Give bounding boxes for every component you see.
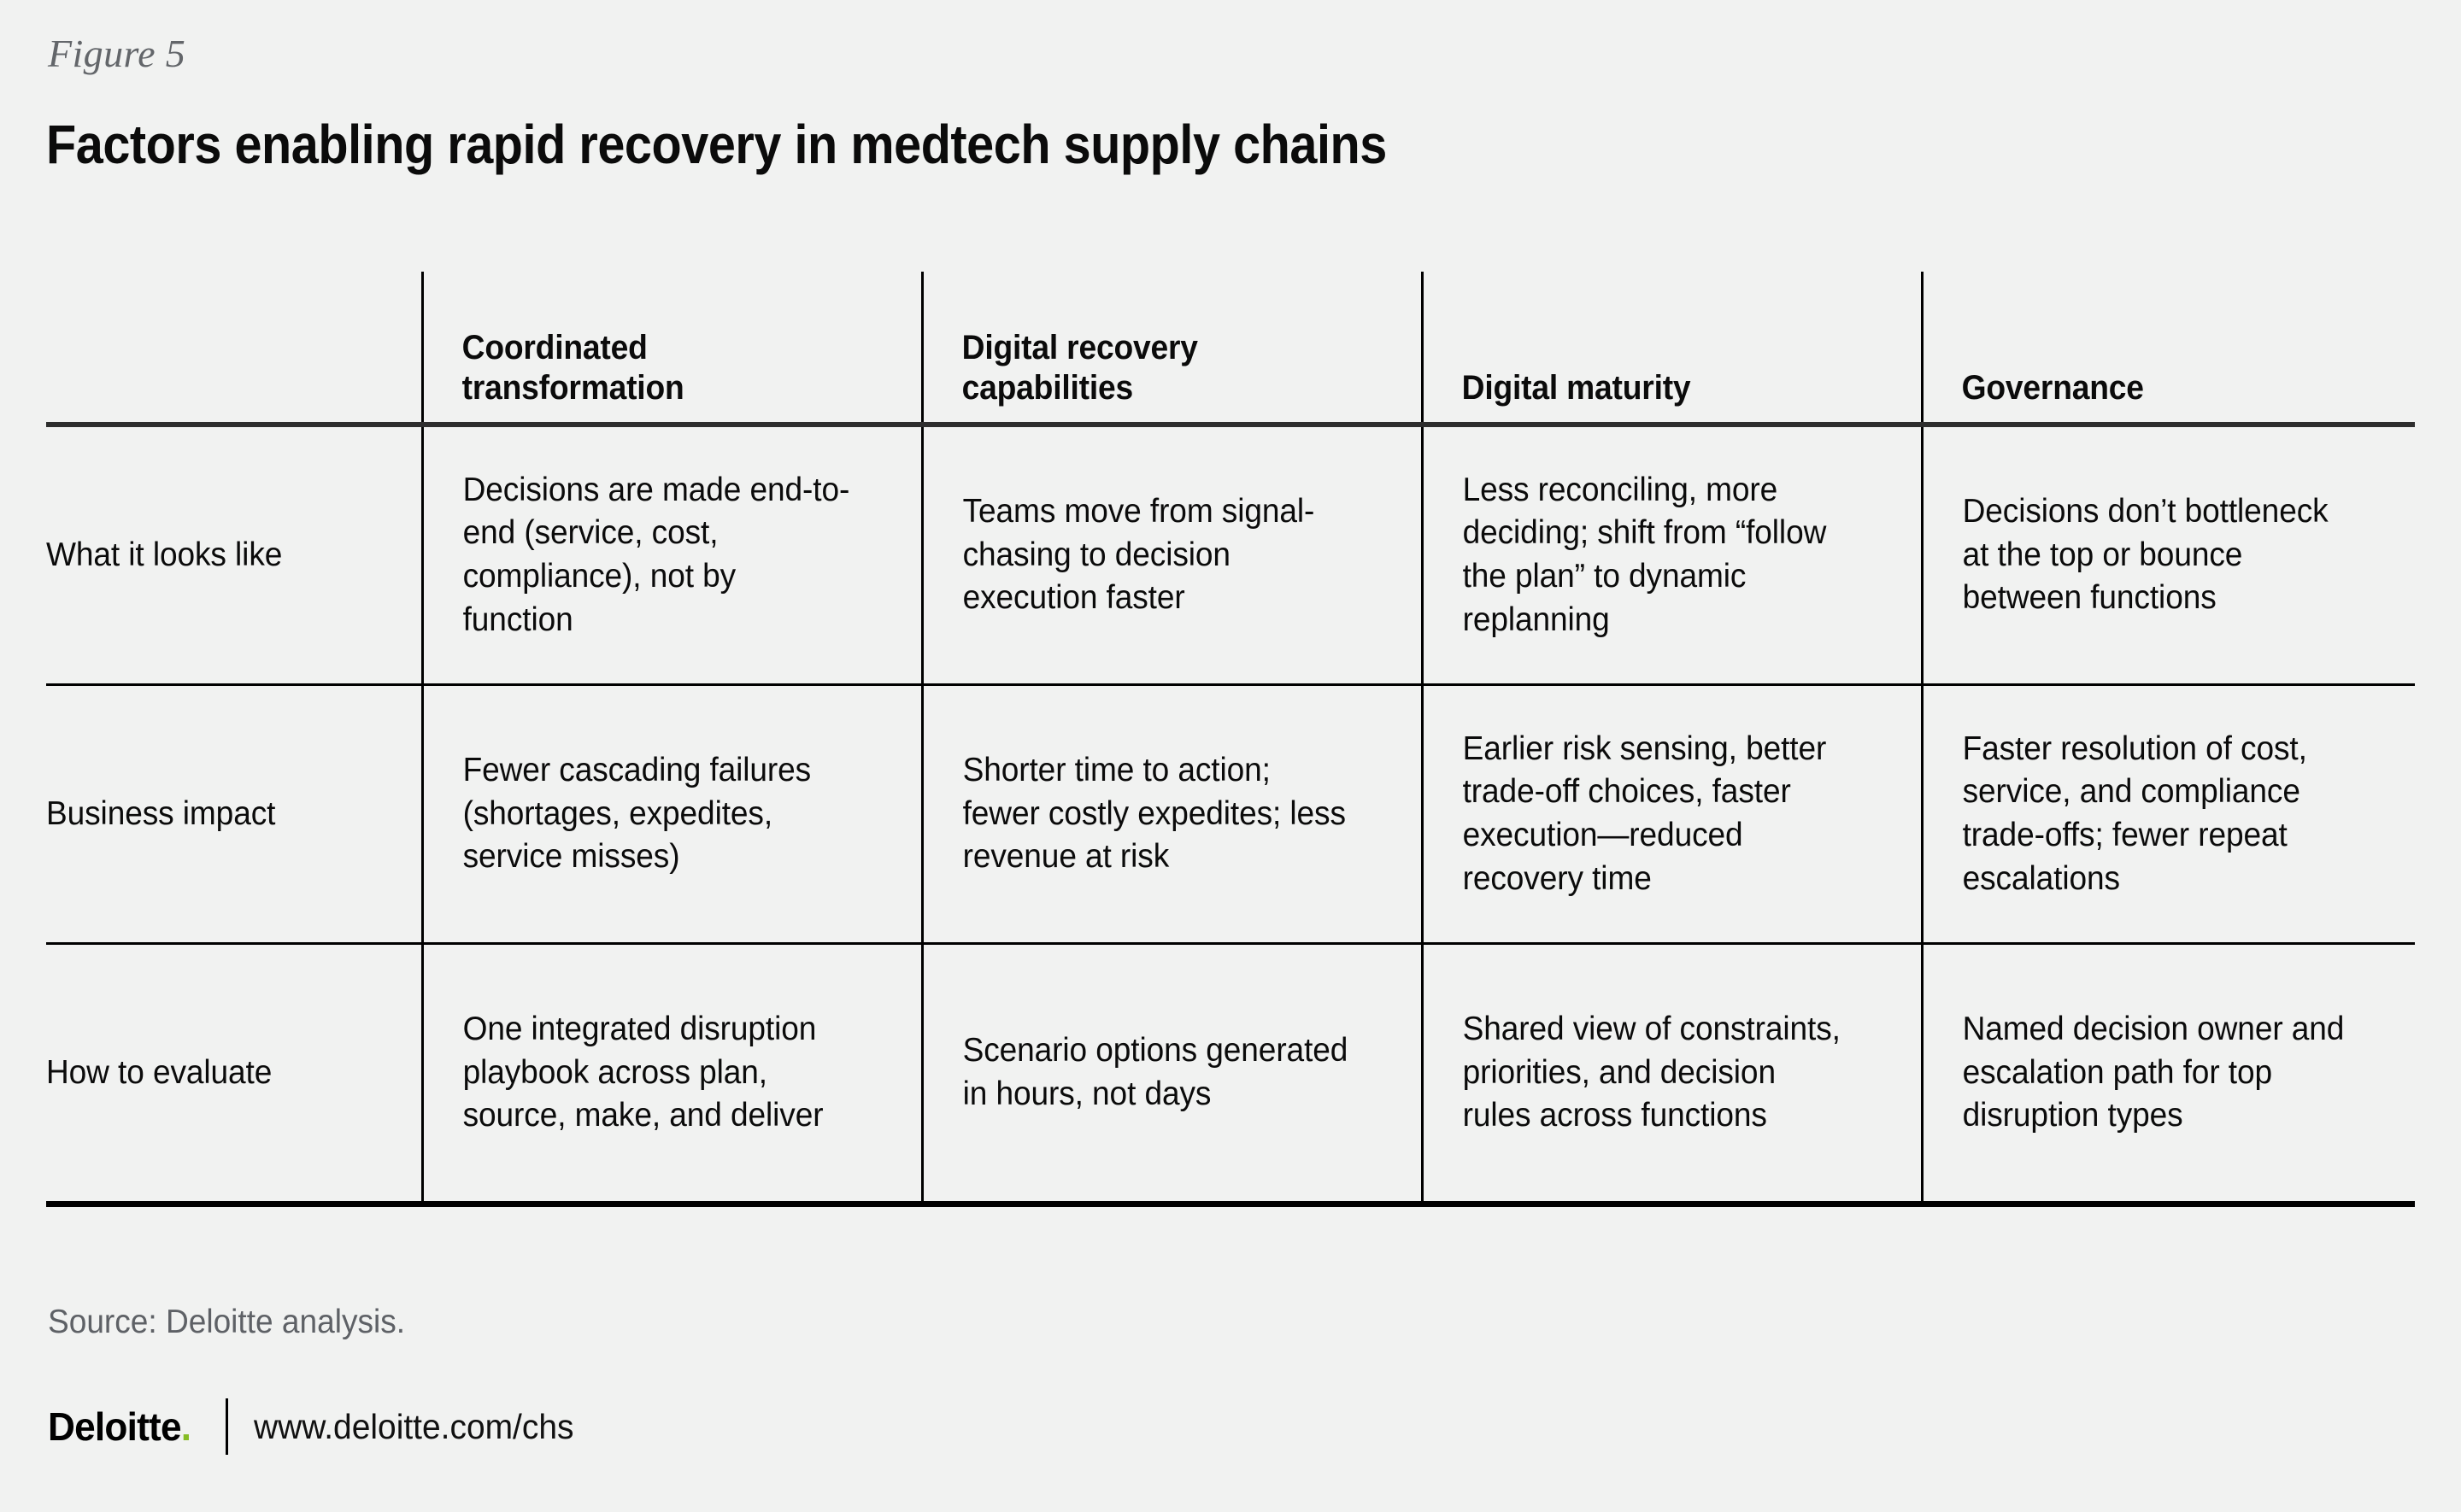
cell-text: Earlier risk sensing, better trade-off c…: [1462, 730, 1826, 897]
cell-text: Teams move from signal-chasing to decisi…: [962, 492, 1314, 617]
cell-text: Decisions don’t bottleneck at the top or…: [1962, 492, 2329, 617]
row-label-text: How to evaluate: [46, 1053, 273, 1091]
row-label-how-to-evaluate: How to evaluate: [46, 943, 422, 1207]
table-cell: Shared view of constraints, priorities, …: [1420, 943, 1922, 1207]
source-note: Source: Deloitte analysis.: [48, 1304, 406, 1340]
cell-text: One integrated disruption playbook acros…: [462, 1010, 823, 1134]
table-corner-header: [46, 272, 422, 427]
cell-text: Scenario options generated in hours, not…: [962, 1032, 1348, 1112]
footer-divider: [226, 1398, 229, 1455]
cell-text: Decisions are made end-to-end (service, …: [462, 471, 849, 638]
deloitte-logo: Deloitte.: [48, 1407, 191, 1446]
deloitte-logo-text: Deloitte: [48, 1404, 182, 1449]
row-label-what-it-looks-like: What it looks like: [46, 425, 422, 686]
column-header-label: Governance: [1961, 368, 2144, 407]
factors-table: Coordinated transformation Digital recov…: [46, 272, 2415, 1207]
table-cell: Faster resolution of cost, service, and …: [1920, 684, 2415, 945]
footer-bar: Deloitte. www.deloitte.com/chs: [48, 1398, 591, 1455]
figure-label: Figure 5: [48, 32, 186, 75]
cell-text: Shorter time to action; fewer costly exp…: [962, 751, 1346, 876]
column-header-coordinated-transformation: Coordinated transformation: [420, 272, 922, 427]
column-header-digital-recovery-capabilities: Digital recovery capabilities: [920, 272, 1422, 427]
table-cell: Fewer cascading failures (shortages, exp…: [420, 684, 922, 945]
table-cell: Teams move from signal-chasing to decisi…: [920, 425, 1422, 686]
column-header-label: Coordinated transformation: [461, 328, 684, 407]
table-cell: Scenario options generated in hours, not…: [920, 943, 1422, 1207]
table-cell: Decisions are made end-to-end (service, …: [420, 425, 922, 686]
table-row: How to evaluate One integrated disruptio…: [46, 943, 2415, 1207]
cell-text: Fewer cascading failures (shortages, exp…: [462, 751, 811, 876]
table-row: What it looks like Decisions are made en…: [46, 425, 2415, 686]
table-cell: Less reconciling, more deciding; shift f…: [1420, 425, 1922, 686]
table-cell: Shorter time to action; fewer costly exp…: [920, 684, 1422, 945]
column-header-label: Digital maturity: [1461, 368, 1690, 407]
table-cell: One integrated disruption playbook acros…: [420, 943, 922, 1207]
column-header-governance: Governance: [1920, 272, 2415, 427]
cell-text: Less reconciling, more deciding; shift f…: [1462, 471, 1826, 638]
table-cell: Decisions don’t bottleneck at the top or…: [1920, 425, 2415, 686]
figure-title: Factors enabling rapid recovery in medte…: [46, 114, 1387, 175]
corner-header-label: [46, 408, 395, 422]
cell-text: Shared view of constraints, priorities, …: [1462, 1010, 1841, 1134]
table-row: Business impact Fewer cascading failures…: [46, 684, 2415, 945]
cell-text: Faster resolution of cost, service, and …: [1962, 730, 2307, 897]
row-label-business-impact: Business impact: [46, 684, 422, 945]
table-cell: Earlier risk sensing, better trade-off c…: [1420, 684, 1922, 945]
row-label-text: Business impact: [46, 794, 276, 832]
column-header-digital-maturity: Digital maturity: [1420, 272, 1922, 427]
table-cell: Named decision owner and escalation path…: [1920, 943, 2415, 1207]
deloitte-logo-dot: .: [180, 1404, 191, 1449]
cell-text: Named decision owner and escalation path…: [1962, 1010, 2344, 1134]
table-header-row: Coordinated transformation Digital recov…: [46, 272, 2415, 427]
footer-site-url[interactable]: www.deloitte.com/chs: [254, 1406, 574, 1446]
row-label-text: What it looks like: [46, 536, 283, 573]
column-header-label: Digital recovery capabilities: [961, 328, 1198, 407]
